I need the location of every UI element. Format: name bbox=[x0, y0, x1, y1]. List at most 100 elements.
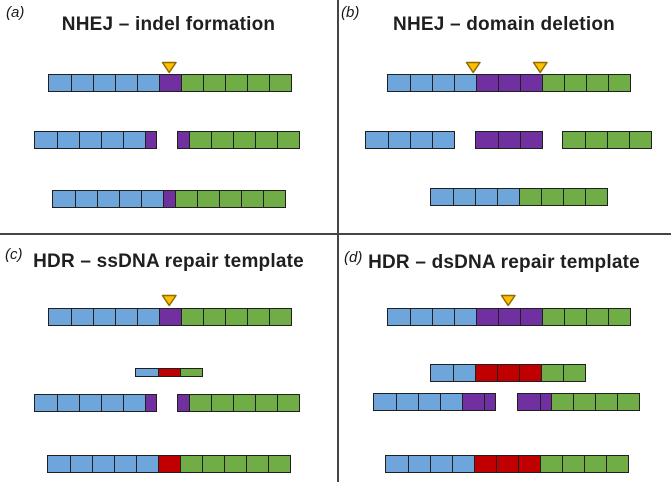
purple-dna-segment bbox=[178, 132, 189, 148]
panel-a-row-2-dna-fragment bbox=[34, 131, 157, 149]
panel-b-row-2-dna-fragment bbox=[475, 131, 543, 149]
blue-dna-segment bbox=[93, 309, 115, 325]
blue-dna-segment bbox=[418, 394, 440, 410]
panel-a-row-1-dna-fragment bbox=[48, 74, 292, 92]
green-dna-segment bbox=[255, 132, 277, 148]
green-dna-segment bbox=[563, 189, 585, 205]
green-dna-segment bbox=[247, 75, 269, 91]
panel-b-row-3-dna-fragment bbox=[430, 188, 608, 206]
purple-dna-segment bbox=[145, 132, 156, 148]
green-dna-segment bbox=[211, 395, 233, 411]
panel-divider-vertical bbox=[337, 0, 339, 482]
blue-dna-segment bbox=[70, 456, 92, 472]
green-dna-segment bbox=[564, 309, 586, 325]
blue-dna-segment bbox=[71, 309, 93, 325]
panel-d-row-3-dna-fragment bbox=[373, 393, 496, 411]
green-dna-segment bbox=[241, 191, 263, 207]
blue-dna-segment bbox=[79, 132, 101, 148]
green-dna-segment bbox=[175, 191, 197, 207]
panel-d-label: (d) bbox=[344, 249, 363, 266]
blue-dna-segment bbox=[497, 189, 519, 205]
blue-dna-segment bbox=[453, 365, 475, 381]
blue-dna-segment bbox=[115, 75, 137, 91]
green-dna-segment bbox=[224, 456, 246, 472]
blue-dna-segment bbox=[49, 75, 71, 91]
green-dna-segment bbox=[225, 75, 247, 91]
blue-dna-segment bbox=[410, 132, 432, 148]
blue-dna-segment bbox=[454, 309, 476, 325]
blue-dna-segment bbox=[408, 456, 430, 472]
purple-dna-segment bbox=[484, 394, 495, 410]
green-dna-segment bbox=[608, 75, 630, 91]
purple-dna-segment bbox=[540, 394, 551, 410]
blue-dna-segment bbox=[137, 309, 159, 325]
panel-divider-horizontal bbox=[0, 233, 671, 235]
panel-d-row-4-dna-fragment bbox=[385, 455, 629, 473]
blue-dna-segment bbox=[410, 75, 432, 91]
green-dna-segment bbox=[563, 365, 585, 381]
green-dna-segment bbox=[540, 456, 562, 472]
panel-b-row-2-dna-fragment bbox=[365, 131, 455, 149]
panel-c-title: HDR – ssDNA repair template bbox=[33, 251, 304, 272]
green-dna-segment bbox=[617, 394, 639, 410]
blue-dna-segment bbox=[388, 75, 410, 91]
blue-dna-segment bbox=[475, 189, 497, 205]
blue-dna-segment bbox=[71, 75, 93, 91]
panel-d-row-1-dna-fragment bbox=[387, 308, 631, 326]
green-dna-segment bbox=[277, 132, 299, 148]
blue-dna-segment bbox=[48, 456, 70, 472]
green-dna-segment bbox=[606, 456, 628, 472]
panel-c-label: (c) bbox=[5, 246, 23, 263]
purple-dna-segment bbox=[520, 309, 542, 325]
blue-dna-segment bbox=[432, 309, 454, 325]
green-dna-segment bbox=[541, 365, 563, 381]
blue-dna-segment bbox=[141, 191, 163, 207]
blue-dna-segment bbox=[410, 309, 432, 325]
blue-dna-segment bbox=[92, 456, 114, 472]
purple-dna-segment bbox=[520, 132, 542, 148]
purple-dna-segment bbox=[476, 75, 498, 91]
red-dna-segment bbox=[474, 456, 496, 472]
panel-b-label: (b) bbox=[341, 4, 360, 21]
blue-dna-segment bbox=[123, 395, 145, 411]
green-dna-segment bbox=[203, 309, 225, 325]
blue-dna-segment bbox=[396, 394, 418, 410]
red-dna-segment bbox=[158, 456, 180, 472]
blue-dna-segment bbox=[136, 369, 158, 376]
blue-dna-segment bbox=[453, 189, 475, 205]
panel-c-row-4-dna-fragment bbox=[47, 455, 291, 473]
blue-dna-segment bbox=[75, 191, 97, 207]
blue-dna-segment bbox=[431, 189, 453, 205]
purple-dna-segment bbox=[145, 395, 156, 411]
blue-dna-segment bbox=[93, 75, 115, 91]
green-dna-segment bbox=[607, 132, 629, 148]
blue-dna-segment bbox=[101, 132, 123, 148]
green-dna-segment bbox=[233, 395, 255, 411]
panel-a-title: NHEJ – indel formation bbox=[61, 14, 276, 35]
purple-dna-segment bbox=[476, 309, 498, 325]
blue-dna-segment bbox=[115, 309, 137, 325]
purple-dna-segment bbox=[498, 132, 520, 148]
green-dna-segment bbox=[225, 309, 247, 325]
blue-dna-segment bbox=[137, 75, 159, 91]
green-dna-segment bbox=[585, 189, 607, 205]
cut-site-marker-icon bbox=[161, 61, 177, 74]
panel-a-row-3-dna-fragment bbox=[52, 190, 286, 208]
green-dna-segment bbox=[586, 75, 608, 91]
purple-dna-segment bbox=[159, 309, 181, 325]
blue-dna-segment bbox=[119, 191, 141, 207]
blue-dna-segment bbox=[386, 456, 408, 472]
panel-c-row-1-dna-fragment bbox=[48, 308, 292, 326]
red-dna-segment bbox=[158, 369, 180, 376]
purple-dna-segment bbox=[462, 394, 484, 410]
green-dna-segment bbox=[246, 456, 268, 472]
green-dna-segment bbox=[595, 394, 617, 410]
green-dna-segment bbox=[180, 456, 202, 472]
red-dna-segment bbox=[497, 365, 519, 381]
blue-dna-segment bbox=[430, 456, 452, 472]
blue-dna-segment bbox=[432, 75, 454, 91]
green-dna-segment bbox=[608, 309, 630, 325]
purple-dna-segment bbox=[520, 75, 542, 91]
green-dna-segment bbox=[203, 75, 225, 91]
panel-a-row-2-dna-fragment bbox=[177, 131, 300, 149]
